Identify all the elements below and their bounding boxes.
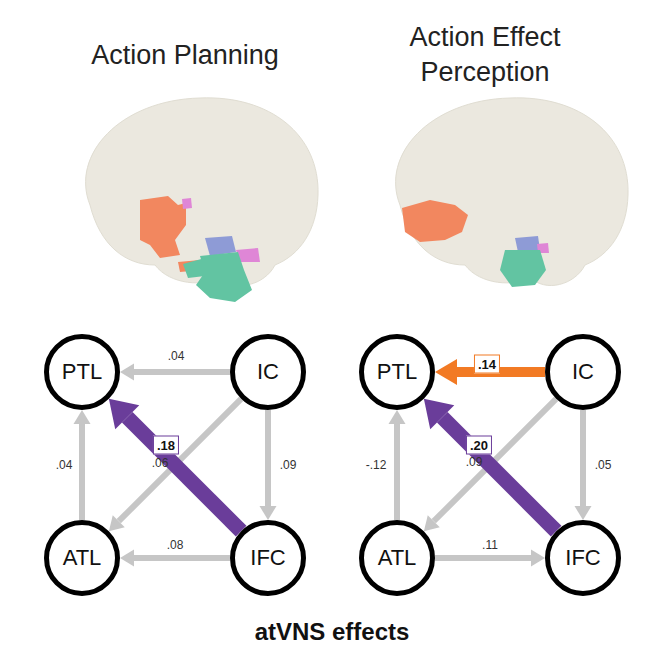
brain-regions-right: [402, 200, 549, 287]
connection-arrow: [74, 410, 91, 520]
node-circle: [362, 337, 433, 408]
region-node: IC: [230, 334, 306, 410]
arrow-shaft: [79, 424, 85, 520]
node-circle: [548, 523, 619, 594]
arrow-shaft: [127, 417, 241, 531]
arrow-head: [389, 410, 406, 424]
arrow-head: [260, 506, 277, 520]
connection-arrow: [260, 410, 277, 520]
path-coefficient: .09: [280, 458, 297, 472]
path-coefficient: .11: [482, 538, 498, 552]
arrow-head: [575, 506, 592, 520]
arrow-shaft: [265, 410, 271, 506]
path-coefficient: .04: [168, 349, 185, 363]
figure-caption: atVNS effects: [0, 618, 664, 646]
arrow-head: [74, 410, 91, 424]
arrow-shaft: [394, 424, 400, 520]
arrow-head: [109, 515, 125, 531]
region-node: IFC: [545, 520, 621, 596]
connection-arrow: [424, 399, 556, 531]
region-node: PTL: [359, 334, 435, 410]
arrow-head: [531, 550, 545, 567]
region-node: ATL: [359, 520, 435, 596]
node-circle: [47, 337, 118, 408]
connection-arrow: [424, 399, 556, 531]
connection-arrow: [575, 410, 592, 520]
arrow-shaft: [457, 367, 545, 377]
node-label: ATL: [378, 545, 417, 571]
panel-heading: Action Planning: [35, 38, 335, 73]
connection-arrow: [120, 364, 230, 381]
node-label: ATL: [63, 545, 102, 571]
path-coefficient: .04: [56, 458, 73, 472]
connection-arrow: [389, 410, 406, 520]
panel-heading: Action Effect Perception: [370, 20, 600, 90]
path-coefficient: .18: [153, 436, 179, 455]
node-label: IFC: [250, 545, 285, 571]
connection-arrow: [120, 550, 230, 567]
path-coefficient: -.12: [366, 458, 387, 472]
connection-arrow: [109, 399, 241, 531]
arrow-shaft: [134, 555, 230, 561]
arrow-head: [424, 515, 440, 531]
arrow-head: [435, 359, 457, 385]
region-node: IFC: [230, 520, 306, 596]
region-node: ATL: [44, 520, 120, 596]
node-label: IC: [257, 359, 279, 385]
node-label: PTL: [377, 359, 417, 385]
path-coefficient: .06: [152, 456, 169, 470]
arrow-head: [424, 399, 454, 429]
path-coefficient: .05: [595, 458, 612, 472]
node-circle: [548, 337, 619, 408]
region-node: PTL: [44, 334, 120, 410]
arrow-shaft: [134, 369, 230, 375]
arrow-shaft: [580, 410, 586, 506]
node-label: IC: [572, 359, 594, 385]
node-circle: [362, 523, 433, 594]
arrow-shaft: [435, 555, 531, 561]
arrow-head: [120, 364, 134, 381]
path-coefficient: .08: [167, 538, 184, 552]
connection-arrow: [109, 399, 241, 531]
connection-arrow: [435, 550, 545, 567]
region-node: IC: [545, 334, 621, 410]
node-circle: [233, 337, 304, 408]
arrow-shaft: [442, 417, 556, 531]
path-coefficient: .20: [466, 436, 492, 455]
arrow-head: [109, 399, 139, 429]
node-circle: [233, 523, 304, 594]
node-label: IFC: [565, 545, 600, 571]
node-label: PTL: [62, 359, 102, 385]
arrow-head: [120, 550, 134, 567]
path-coefficient: .14: [474, 355, 500, 374]
node-circle: [47, 523, 118, 594]
path-coefficient: .09: [466, 455, 483, 469]
brain-regions-left: [140, 196, 260, 302]
